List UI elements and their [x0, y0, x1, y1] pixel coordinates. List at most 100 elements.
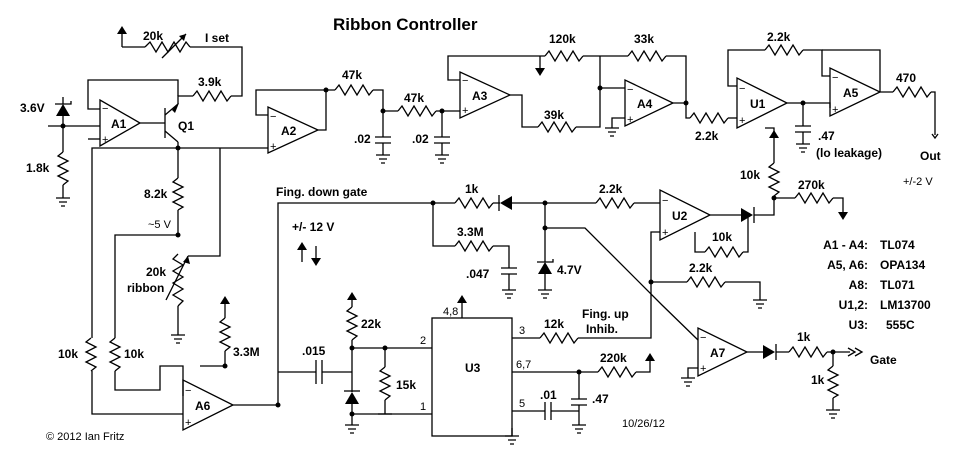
label-c047: .047: [466, 267, 490, 281]
zener-3-6v: [56, 104, 70, 116]
grounds: [56, 127, 840, 445]
svg-text:−: −: [739, 83, 745, 95]
resistor-2-2k-d: [686, 275, 726, 289]
label-r22k: 22k: [361, 317, 381, 331]
opamp-a4-label: A4: [637, 97, 653, 111]
zener-4-7v: [538, 262, 552, 274]
resistors: [56, 33, 932, 401]
resistor-1k-a: [454, 196, 494, 210]
label-c02-a: .02: [354, 132, 371, 146]
resistor-1k-b: [788, 345, 828, 359]
junctions: [60, 85, 836, 417]
label-fing-up: Fing. up: [582, 307, 629, 321]
svg-text:+: +: [462, 105, 468, 117]
label-r10k-b: 10k: [124, 347, 144, 361]
label-lo-leak: (lo leakage): [816, 146, 882, 160]
svg-text:−: −: [832, 72, 838, 84]
label-pin-3: 3: [519, 325, 525, 337]
parts-part-2: TL071: [880, 278, 915, 292]
label-r3-9k: 3.9k: [198, 75, 222, 89]
q1-label: Q1: [178, 119, 194, 133]
opamp-a2: −+ A2: [267, 105, 320, 155]
label-r2-2k-c: 2.2k: [599, 182, 623, 196]
label-output-range: +/-2 V: [903, 176, 933, 188]
capacitor-01: [544, 402, 552, 420]
label-r270k: 270k: [798, 178, 825, 192]
schematic-title: Ribbon Controller: [333, 15, 478, 34]
timer-u3-label: U3: [465, 361, 481, 375]
svg-text:−: −: [185, 385, 191, 397]
resistor-10k-u1: [767, 162, 781, 197]
label-r15k: 15k: [396, 378, 416, 392]
opamp-a7-label: A7: [710, 346, 726, 360]
label-c47-lo: .47: [818, 129, 835, 143]
label-r120k: 120k: [549, 32, 576, 46]
opamp-a6: −+ A6: [182, 378, 235, 432]
label-pin-1: 1: [420, 401, 426, 413]
parts-ref-4: U3:: [849, 318, 868, 332]
label-r1-8k: 1.8k: [26, 161, 50, 175]
opamp-a6-label: A6: [195, 399, 211, 413]
label-r12k: 12k: [544, 317, 564, 331]
opamp-a5: −+ A5: [829, 66, 882, 118]
wiring: [48, 26, 939, 425]
opamp-a3-label: A3: [472, 89, 488, 103]
transistor-q1: Q1: [164, 103, 194, 143]
opamp-a1-label: A1: [111, 117, 127, 131]
component-labels: 20k I set 3.9k 3.6V 1.8k 8.2k ~5 V 20k r…: [20, 29, 941, 443]
label-r10k-a: 10k: [58, 347, 78, 361]
opamp-u1-label: U1: [750, 97, 766, 111]
label-pin-5: 5: [519, 398, 525, 410]
svg-text:+: +: [700, 363, 706, 375]
label-iset: I set: [205, 31, 229, 45]
opamp-u1: − + U1: [736, 76, 789, 130]
opamp-u2-label: U2: [672, 209, 688, 223]
resistor-20k-ribbon: [171, 253, 185, 307]
opamp-a3: − + A3: [459, 70, 512, 120]
parts-ref-3: U1,2:: [839, 298, 868, 312]
resistor-220k: [597, 365, 637, 379]
label-pin-6-7: 6,7: [516, 359, 531, 371]
svg-text:+: +: [270, 141, 276, 153]
resistor-120k: [544, 49, 584, 63]
timer-u3: U3: [431, 317, 513, 437]
resistor-47k-2: [397, 104, 437, 118]
svg-text:−: −: [700, 332, 706, 344]
label-fing-down: Fing. down gate: [276, 185, 368, 199]
label-c015: .015: [302, 344, 326, 358]
label-r8-2k: 8.2k: [144, 187, 168, 201]
svg-text:+: +: [832, 104, 838, 116]
resistor-2-2k-c: [595, 196, 635, 210]
label-r10k-u2: 10k: [712, 230, 732, 244]
resistor-270k: [794, 191, 834, 205]
parts-part-1: OPA134: [880, 258, 925, 272]
label-v3-6: 3.6V: [20, 101, 45, 115]
label-r47k-b: 47k: [404, 91, 424, 105]
label-supply: +/- 12 V: [292, 220, 334, 234]
svg-text:−: −: [627, 84, 633, 96]
resistor-15k: [378, 366, 392, 401]
svg-text:−: −: [102, 103, 108, 115]
opamp-a2-label: A2: [281, 124, 297, 138]
parts-part-3: LM13700: [880, 298, 931, 312]
label-inhib: Inhib.: [586, 322, 618, 336]
opamp-a1: − + A1: [99, 98, 142, 148]
resistor-3-3M-a: [454, 239, 494, 253]
parts-ref-2: A8:: [849, 278, 868, 292]
svg-text:+: +: [102, 134, 108, 146]
opamp-a7: − + A7: [697, 326, 749, 378]
label-r1k-b: 1k: [797, 330, 811, 344]
label-r2-2k-a: 2.2k: [695, 129, 719, 143]
label-date: 10/26/12: [622, 418, 665, 430]
label-r10k-u1: 10k: [740, 168, 760, 182]
diode-timer: [345, 392, 359, 404]
parts-ref-1: A5, A6:: [827, 258, 868, 272]
svg-text:−: −: [462, 75, 468, 87]
label-r20k-iset: 20k: [143, 29, 163, 43]
label-r220k: 220k: [600, 351, 627, 365]
resistor-1k-c: [826, 365, 840, 399]
label-pin-4-8: 4,8: [443, 306, 458, 318]
svg-text:+: +: [662, 227, 668, 239]
svg-text:+: +: [739, 115, 745, 127]
capacitor-047: [501, 267, 517, 275]
